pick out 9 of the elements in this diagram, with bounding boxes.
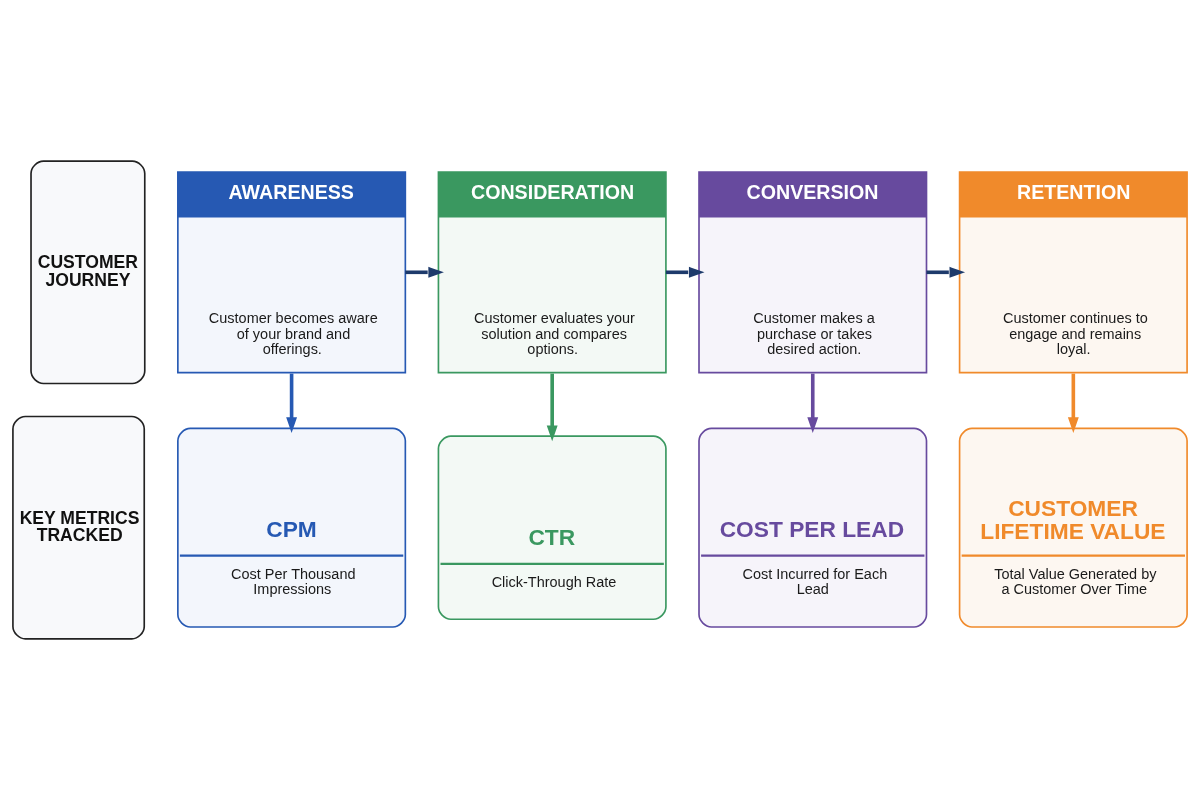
node-box: CUSTOMER JOURNEY [30,160,146,385]
arrow [405,266,444,278]
arrow [665,266,705,278]
node-box: KEY METRICS TRACKED [12,415,146,640]
arrow [926,266,966,278]
arrow [807,373,819,433]
arrow [286,373,298,433]
arrow [546,373,558,442]
arrow [1067,373,1079,433]
